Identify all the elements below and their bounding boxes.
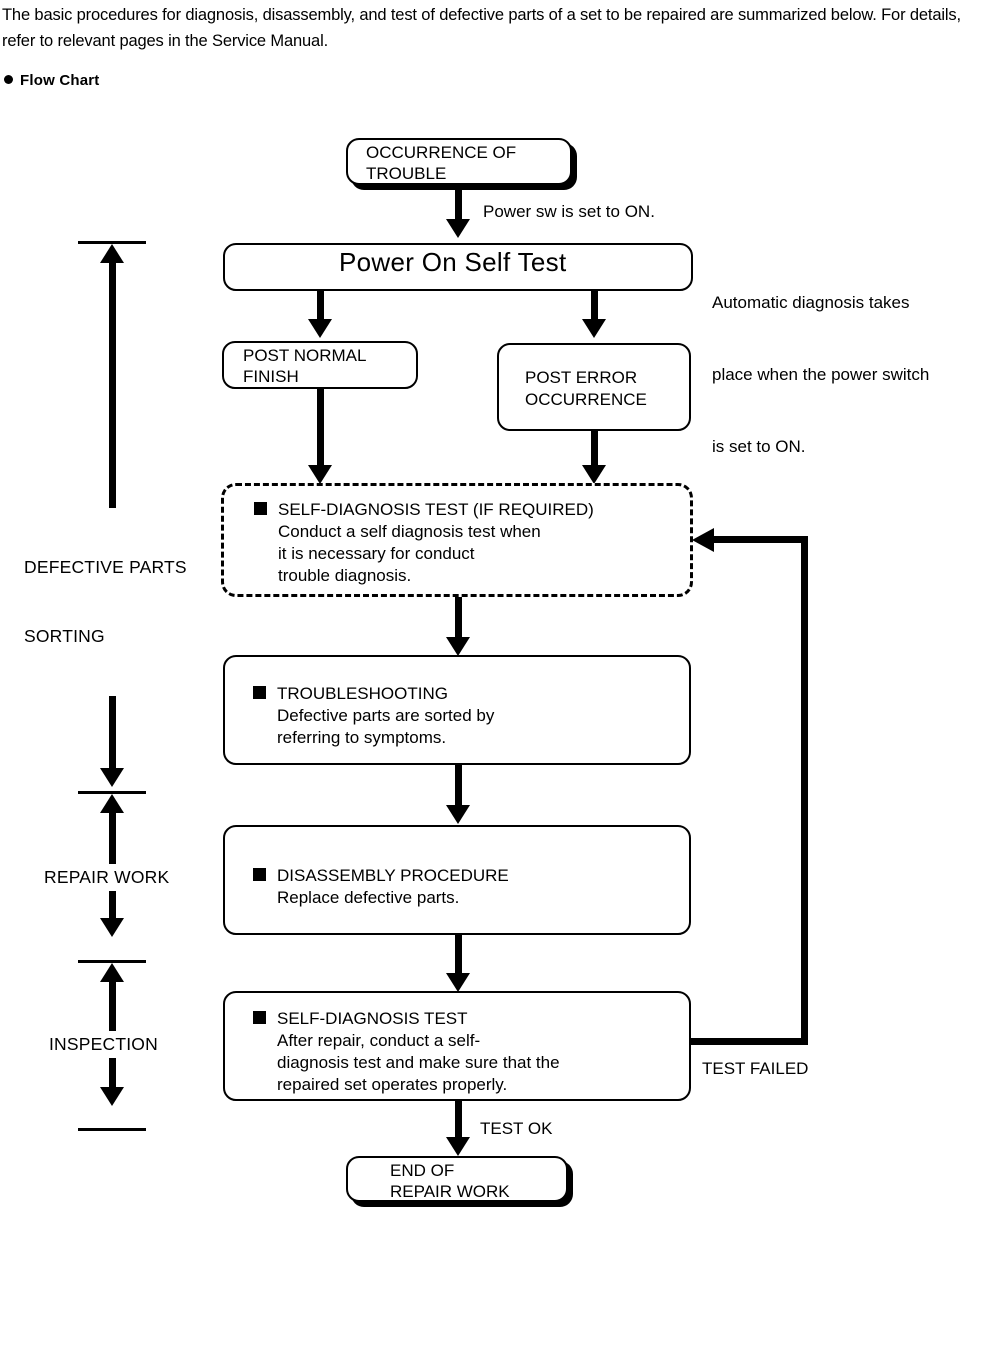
node-post-error-line2: OCCURRENCE [525,390,647,409]
bullet-square-icon [253,1011,266,1024]
node-selfdiag-line2: diagnosis test and make sure that the [277,1053,560,1072]
arrow-troubleshoot-to-disassembly [446,805,470,824]
node-end-line2: REPAIR WORK [390,1182,510,1201]
section-heading-label: Flow Chart [20,72,100,89]
arrow-post-to-normal [308,319,332,338]
annotation-line2: place when the power switch [712,365,930,384]
node-post-normal-finish: POST NORMAL FINISH [222,341,418,389]
node-selfdiag-opt-line2: it is necessary for conduct [278,544,475,563]
bullet-icon [4,75,13,84]
arrow-stage-inspection-up [100,963,124,982]
arrow-disassembly-to-selfdiag [446,973,470,992]
section-heading: Flow Chart [4,72,100,89]
node-post-error-line1: POST ERROR [525,368,638,387]
connector-selfdiag-opt-to-troubleshoot [455,597,462,639]
node-troubleshoot-line1: Defective parts are sorted by [277,706,495,725]
node-disassembly-procedure: DISASSEMBLY PROCEDURE Replace defective … [223,825,691,935]
node-end-line1: END OF [390,1161,455,1180]
node-disassembly-heading: DISASSEMBLY PROCEDURE [277,866,509,885]
node-post-normal-line2: FINISH [243,367,299,386]
node-troubleshoot-line2: referring to symptoms. [277,728,447,747]
connector-post-to-error [591,291,598,321]
node-self-diagnosis-test: SELF-DIAGNOSIS TEST After repair, conduc… [223,991,691,1101]
arrow-selfdiag-to-end [446,1137,470,1156]
node-selfdiag-heading: SELF-DIAGNOSIS TEST [277,1009,468,1028]
arrow-feedback-to-selfdiag-opt [692,528,714,552]
node-selfdiag-line1: After repair, conduct a self- [277,1031,481,1050]
node-post-title: Power On Self Test [339,247,567,277]
stage-sorting-line2: SORTING [24,626,105,646]
node-occurrence-of-trouble: OCCURRENCE OF TROUBLE [346,138,572,185]
node-troubleshooting: TROUBLESHOOTING Defective parts are sort… [223,655,691,765]
arrow-normal-to-selfdiag-opt [308,465,332,484]
arrow-stage-repair-up [100,794,124,813]
node-self-diagnosis-test-optional: SELF-DIAGNOSIS TEST (IF REQUIRED) Conduc… [221,483,693,597]
stage-divider-1 [78,791,146,794]
arrow-error-to-selfdiag-opt [582,465,606,484]
stage-bracket-top-cap [78,241,146,244]
connector-selfdiag-to-end [455,1101,462,1139]
arrow-stage-sorting-down [100,768,124,787]
node-selfdiag-opt-line1: Conduct a self diagnosis test when [278,522,541,541]
annotation-line3: is set to ON. [712,437,806,456]
connector-normal-to-selfdiag-opt [317,389,324,467]
arrow-stage-inspection-down [100,1087,124,1106]
node-disassembly-line1: Replace defective parts. [277,888,460,907]
node-post-normal-line1: POST NORMAL [243,346,367,365]
stage-label-inspection: INSPECTION [49,1031,158,1058]
node-power-on-self-test: Power On Self Test [223,243,693,291]
connector-occurrence-to-post [455,185,462,221]
arrow-stage-sorting-up [100,244,124,263]
stage-bracket-repair-line [109,808,116,918]
stage-label-repair-work: REPAIR WORK [44,864,170,891]
node-end-of-repair-work: END OF REPAIR WORK [346,1156,568,1202]
bullet-square-icon [253,868,266,881]
edge-label-power-sw: Power sw is set to ON. [483,202,655,221]
connector-troubleshoot-to-disassembly [455,765,462,807]
arrow-stage-repair-down [100,918,124,937]
intro-paragraph: The basic procedures for diagnosis, disa… [2,6,961,50]
connector-disassembly-to-selfdiag [455,935,462,977]
node-selfdiag-opt-line3: trouble diagnosis. [278,566,412,585]
feedback-loop-right-segment [801,536,808,1041]
stage-label-defective-parts-sorting: DEFECTIVE PARTS SORTING [24,508,187,696]
node-occurrence-line1: OCCURRENCE OF [366,143,517,162]
bullet-square-icon [253,686,266,699]
edge-label-test-failed: TEST FAILED [702,1059,809,1078]
arrow-post-to-error [582,319,606,338]
feedback-loop-bottom-segment [691,1038,808,1045]
annotation-automatic-diagnosis: Automatic diagnosis takes place when the… [712,243,929,507]
node-occurrence-line2: TROUBLE [366,164,447,183]
node-selfdiag-line3: repaired set operates properly. [277,1075,508,1094]
connector-post-to-normal [317,291,324,321]
arrow-occurrence-to-post [446,219,470,238]
stage-bracket-bottom-cap [78,1128,146,1131]
node-selfdiag-opt-heading: SELF-DIAGNOSIS TEST (IF REQUIRED) [278,500,594,519]
edge-label-test-ok: TEST OK [480,1119,553,1138]
annotation-line1: Automatic diagnosis takes [712,293,910,312]
feedback-loop-top-segment [712,536,804,543]
arrow-selfdiag-opt-to-troubleshoot [446,637,470,656]
node-troubleshoot-heading: TROUBLESHOOTING [277,684,448,703]
stage-divider-2 [78,960,146,963]
connector-error-to-selfdiag-opt [591,431,598,467]
bullet-square-icon [254,502,267,515]
node-post-error-occurrence: POST ERROR OCCURRENCE [497,343,691,431]
stage-sorting-line1: DEFECTIVE PARTS [24,557,187,577]
